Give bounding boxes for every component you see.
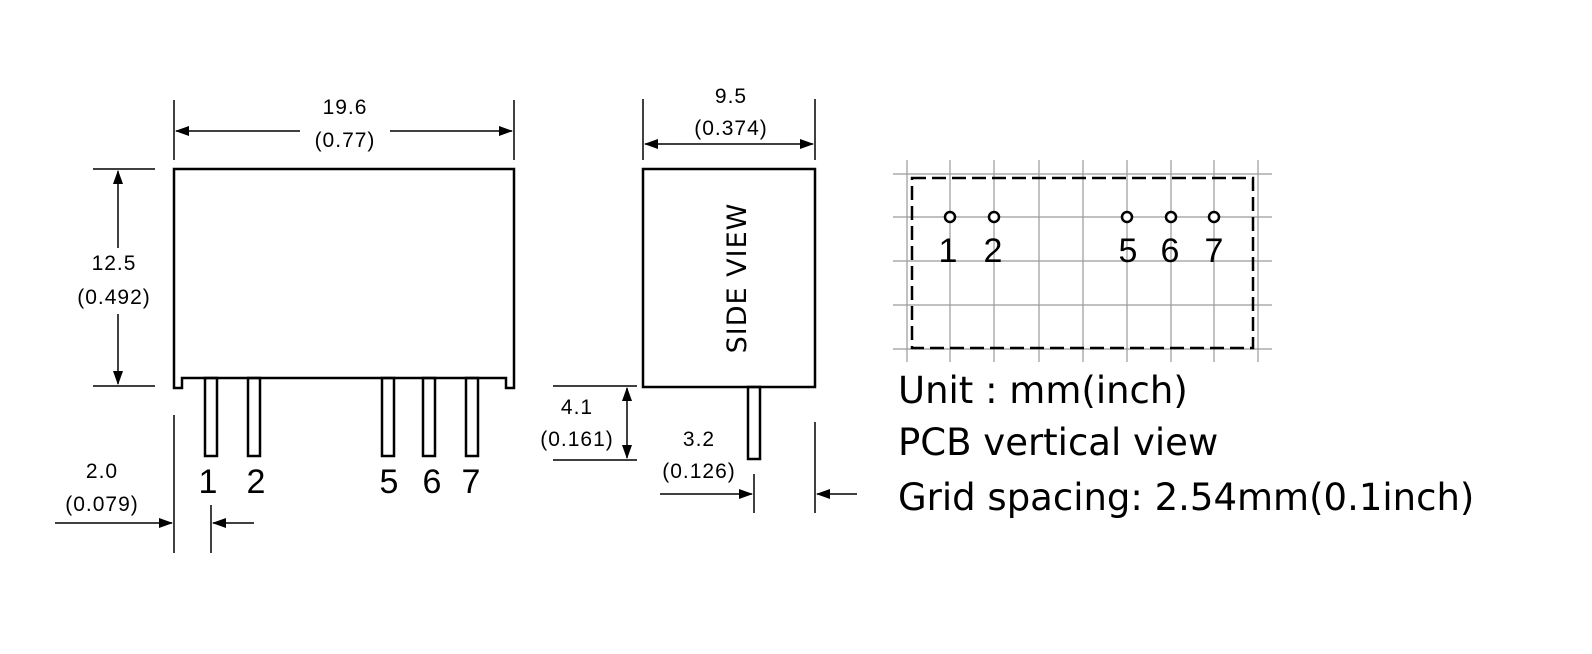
front-height-mm: 12.5 [92,252,137,275]
pcb-pin-label: 7 [1205,232,1224,270]
front-pin-7 [464,376,480,458]
view-note: PCB vertical view [898,421,1218,464]
front-pin-label: 1 [199,463,218,501]
side-pin [746,385,762,461]
front-pin-label: 5 [380,463,399,501]
pcb-pad-7 [1207,210,1221,224]
front-width-mm: 19.6 [323,96,368,119]
front-pin-1 [203,376,219,458]
pcb-pad-5 [1120,210,1134,224]
front-height-dimension [93,168,155,387]
front-width-in: (0.77) [315,129,376,152]
side-width-mm: 9.5 [715,85,747,108]
front-width-dimension [173,100,515,160]
unit-note: Unit : mm(inch) [898,369,1188,412]
front-pin-label: 2 [247,463,266,501]
front-pitch-mm: 2.0 [86,460,118,483]
front-pitch-in: (0.079) [65,493,139,516]
side-pin-length-in: (0.161) [540,428,614,451]
side-pin-offset-mm: 3.2 [683,428,715,451]
pcb-pad-1 [943,210,957,224]
pcb-pin-label: 6 [1161,232,1180,270]
pcb-pin-label: 2 [984,232,1003,270]
front-pin-6 [421,376,437,458]
side-view [641,167,817,461]
pcb-pin-label: 5 [1119,232,1138,270]
front-pin-2 [246,376,262,458]
side-pin-offset-dimension [660,422,857,513]
side-view-label: SIDE VIEW [722,203,753,354]
side-pin-length-dimension [553,385,637,461]
front-pin-label: 7 [462,463,481,501]
front-view [172,167,516,458]
side-pin-length-mm: 4.1 [561,396,593,419]
side-body-outline [641,167,817,389]
pcb-pads [943,210,1221,224]
front-pin-5 [380,376,396,458]
pcb-pad-6 [1164,210,1178,224]
side-width-in: (0.374) [694,117,768,140]
side-width-dimension [642,99,816,160]
grid-note: Grid spacing: 2.54mm(0.1inch) [898,476,1474,519]
front-height-in: (0.492) [77,286,151,309]
pcb-pad-2 [987,210,1001,224]
pcb-outline [910,176,1255,350]
front-pin-label: 6 [423,463,442,501]
front-body-outline [172,167,516,390]
side-pin-offset-in: (0.126) [662,460,736,483]
front-pitch-dimension [55,415,254,553]
pcb-pin-label: 1 [939,232,958,270]
